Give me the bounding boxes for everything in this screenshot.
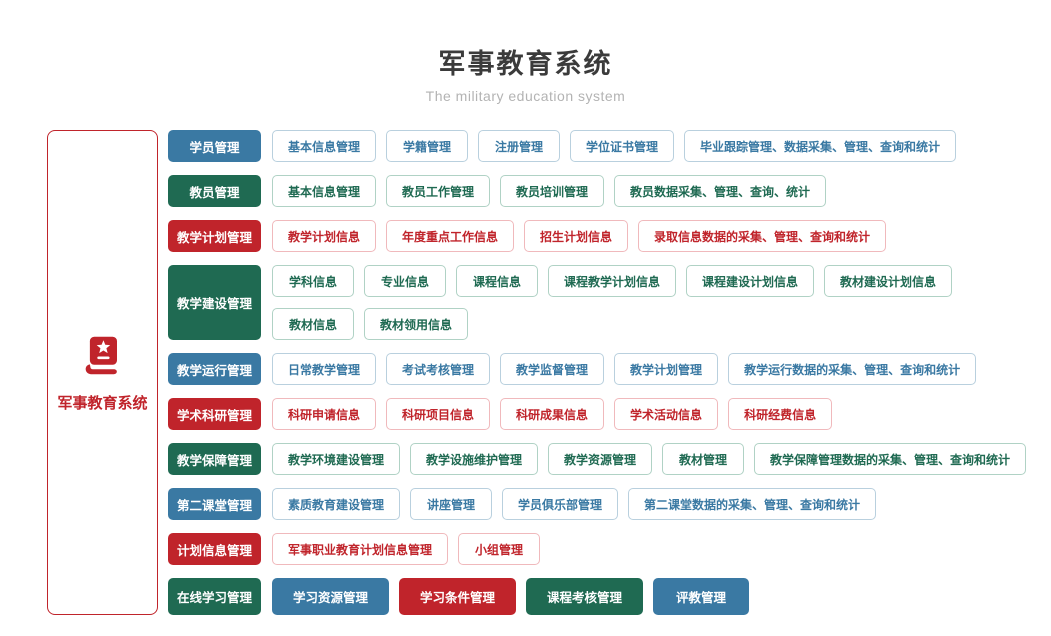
sub-item-button[interactable]: 教员工作管理: [386, 175, 491, 207]
sub-item-list: 教学环境建设管理教学设施维护管理教学资源管理教材管理教学保障管理数据的采集、管理…: [272, 443, 1027, 475]
sub-item-button[interactable]: 教学环境建设管理: [272, 443, 401, 475]
sub-item-button[interactable]: 军事职业教育计划信息管理: [272, 533, 449, 565]
sub-item-list: 学习资源管理学习条件管理课程考核管理评教管理: [272, 578, 750, 615]
group-row: 教学计划管理教学计划信息年度重点工作信息招生计划信息录取信息数据的采集、管理、查…: [168, 220, 1026, 252]
sub-item-button[interactable]: 教学保障管理数据的采集、管理、查询和统计: [754, 443, 1027, 475]
sub-item-list: 军事职业教育计划信息管理小组管理: [272, 533, 541, 565]
sub-item-button[interactable]: 教材领用信息: [364, 308, 469, 340]
sub-item-list: 学科信息专业信息课程信息课程教学计划信息课程建设计划信息教材建设计划信息教材信息…: [272, 265, 972, 340]
sub-item-button[interactable]: 教材建设计划信息: [824, 265, 953, 297]
category-button[interactable]: 教学保障管理: [168, 443, 261, 475]
category-button[interactable]: 教学计划管理: [168, 220, 261, 252]
sub-item-button[interactable]: 教员培训管理: [500, 175, 605, 207]
group-row: 教学建设管理学科信息专业信息课程信息课程教学计划信息课程建设计划信息教材建设计划…: [168, 265, 1026, 340]
group-row: 学术科研管理科研申请信息科研项目信息科研成果信息学术活动信息科研经费信息: [168, 398, 1026, 430]
sub-item-button[interactable]: 学籍管理: [386, 130, 469, 162]
sub-item-button[interactable]: 基本信息管理: [272, 130, 377, 162]
sub-item-button[interactable]: 课程信息: [456, 265, 538, 297]
sub-item-button[interactable]: 科研申请信息: [272, 398, 377, 430]
category-button[interactable]: 计划信息管理: [168, 533, 261, 565]
sub-item-list: 基本信息管理教员工作管理教员培训管理教员数据采集、管理、查询、统计: [272, 175, 827, 207]
sub-item-button[interactable]: 学术活动信息: [614, 398, 719, 430]
sub-item-button[interactable]: 教学运行数据的采集、管理、查询和统计: [728, 353, 977, 385]
sub-item-button[interactable]: 讲座管理: [410, 488, 493, 520]
sub-item-filled-button[interactable]: 学习条件管理: [399, 578, 517, 615]
sub-item-button[interactable]: 教学监督管理: [500, 353, 605, 385]
sub-item-button[interactable]: 日常教学管理: [272, 353, 377, 385]
sub-item-button[interactable]: 科研项目信息: [386, 398, 491, 430]
category-button[interactable]: 在线学习管理: [168, 578, 261, 615]
group-row: 教学保障管理教学环境建设管理教学设施维护管理教学资源管理教材管理教学保障管理数据…: [168, 443, 1027, 475]
sub-item-button[interactable]: 考试考核管理: [386, 353, 491, 385]
sub-item-button[interactable]: 学位证书管理: [570, 130, 675, 162]
group-row: 第二课堂管理素质教育建设管理讲座管理学员俱乐部管理第二课堂数据的采集、管理、查询…: [168, 488, 1026, 520]
sub-item-button[interactable]: 课程建设计划信息: [686, 265, 815, 297]
sub-item-list: 素质教育建设管理讲座管理学员俱乐部管理第二课堂数据的采集、管理、查询和统计: [272, 488, 877, 520]
sub-item-button[interactable]: 毕业跟踪管理、数据采集、管理、查询和统计: [684, 130, 957, 162]
group-row: 教学运行管理日常教学管理考试考核管理教学监督管理教学计划管理教学运行数据的采集、…: [168, 353, 1026, 385]
sub-item-list: 日常教学管理考试考核管理教学监督管理教学计划管理教学运行数据的采集、管理、查询和…: [272, 353, 977, 385]
group-rows: 学员管理基本信息管理学籍管理注册管理学位证书管理毕业跟踪管理、数据采集、管理、查…: [168, 130, 1027, 615]
sub-item-button[interactable]: 素质教育建设管理: [272, 488, 401, 520]
system-map: 军事教育系统 学员管理基本信息管理学籍管理注册管理学位证书管理毕业跟踪管理、数据…: [47, 130, 1051, 615]
category-button[interactable]: 教员管理: [168, 175, 261, 207]
sub-item-filled-button[interactable]: 评教管理: [653, 578, 750, 615]
sub-item-button[interactable]: 学科信息: [272, 265, 354, 297]
book-star-icon: [85, 336, 117, 374]
sub-item-button[interactable]: 注册管理: [478, 130, 561, 162]
sub-item-button[interactable]: 教学计划信息: [272, 220, 377, 252]
category-button[interactable]: 教学建设管理: [168, 265, 261, 340]
sub-item-list: 基本信息管理学籍管理注册管理学位证书管理毕业跟踪管理、数据采集、管理、查询和统计: [272, 130, 957, 162]
sub-item-button[interactable]: 教材管理: [662, 443, 745, 475]
category-button[interactable]: 学术科研管理: [168, 398, 261, 430]
sub-item-filled-button[interactable]: 课程考核管理: [526, 578, 644, 615]
category-button[interactable]: 第二课堂管理: [168, 488, 261, 520]
root-node: 军事教育系统: [47, 130, 158, 615]
sub-item-button[interactable]: 小组管理: [458, 533, 541, 565]
sub-item-button[interactable]: 专业信息: [364, 265, 446, 297]
sub-item-button[interactable]: 第二课堂数据的采集、管理、查询和统计: [628, 488, 877, 520]
sub-item-button[interactable]: 科研经费信息: [728, 398, 833, 430]
category-button[interactable]: 教学运行管理: [168, 353, 261, 385]
category-button[interactable]: 学员管理: [168, 130, 261, 162]
sub-item-button[interactable]: 录取信息数据的采集、管理、查询和统计: [638, 220, 887, 252]
sub-item-list: 科研申请信息科研项目信息科研成果信息学术活动信息科研经费信息: [272, 398, 833, 430]
page-header: 军事教育系统 The military education system: [0, 0, 1051, 104]
sub-item-button[interactable]: 招生计划信息: [524, 220, 629, 252]
sub-item-list: 教学计划信息年度重点工作信息招生计划信息录取信息数据的采集、管理、查询和统计: [272, 220, 887, 252]
sub-item-button[interactable]: 科研成果信息: [500, 398, 605, 430]
sub-item-button[interactable]: 学员俱乐部管理: [502, 488, 619, 520]
sub-item-button[interactable]: 教学计划管理: [614, 353, 719, 385]
sub-item-button[interactable]: 教员数据采集、管理、查询、统计: [614, 175, 827, 207]
sub-item-filled-button[interactable]: 学习资源管理: [272, 578, 390, 615]
sub-item-button[interactable]: 年度重点工作信息: [386, 220, 515, 252]
sub-item-button[interactable]: 教学设施维护管理: [410, 443, 539, 475]
group-row: 学员管理基本信息管理学籍管理注册管理学位证书管理毕业跟踪管理、数据采集、管理、查…: [168, 130, 1026, 162]
sub-item-button[interactable]: 课程教学计划信息: [548, 265, 677, 297]
sub-item-button[interactable]: 基本信息管理: [272, 175, 377, 207]
sub-item-button[interactable]: 教材信息: [272, 308, 354, 340]
group-row: 在线学习管理学习资源管理学习条件管理课程考核管理评教管理: [168, 578, 1026, 615]
group-row: 教员管理基本信息管理教员工作管理教员培训管理教员数据采集、管理、查询、统计: [168, 175, 1026, 207]
page-title: 军事教育系统: [438, 49, 613, 79]
group-row: 计划信息管理军事职业教育计划信息管理小组管理: [168, 533, 1026, 565]
page-subtitle: The military education system: [425, 88, 626, 104]
root-node-label: 军事教育系统: [57, 394, 148, 412]
sub-item-button[interactable]: 教学资源管理: [548, 443, 653, 475]
